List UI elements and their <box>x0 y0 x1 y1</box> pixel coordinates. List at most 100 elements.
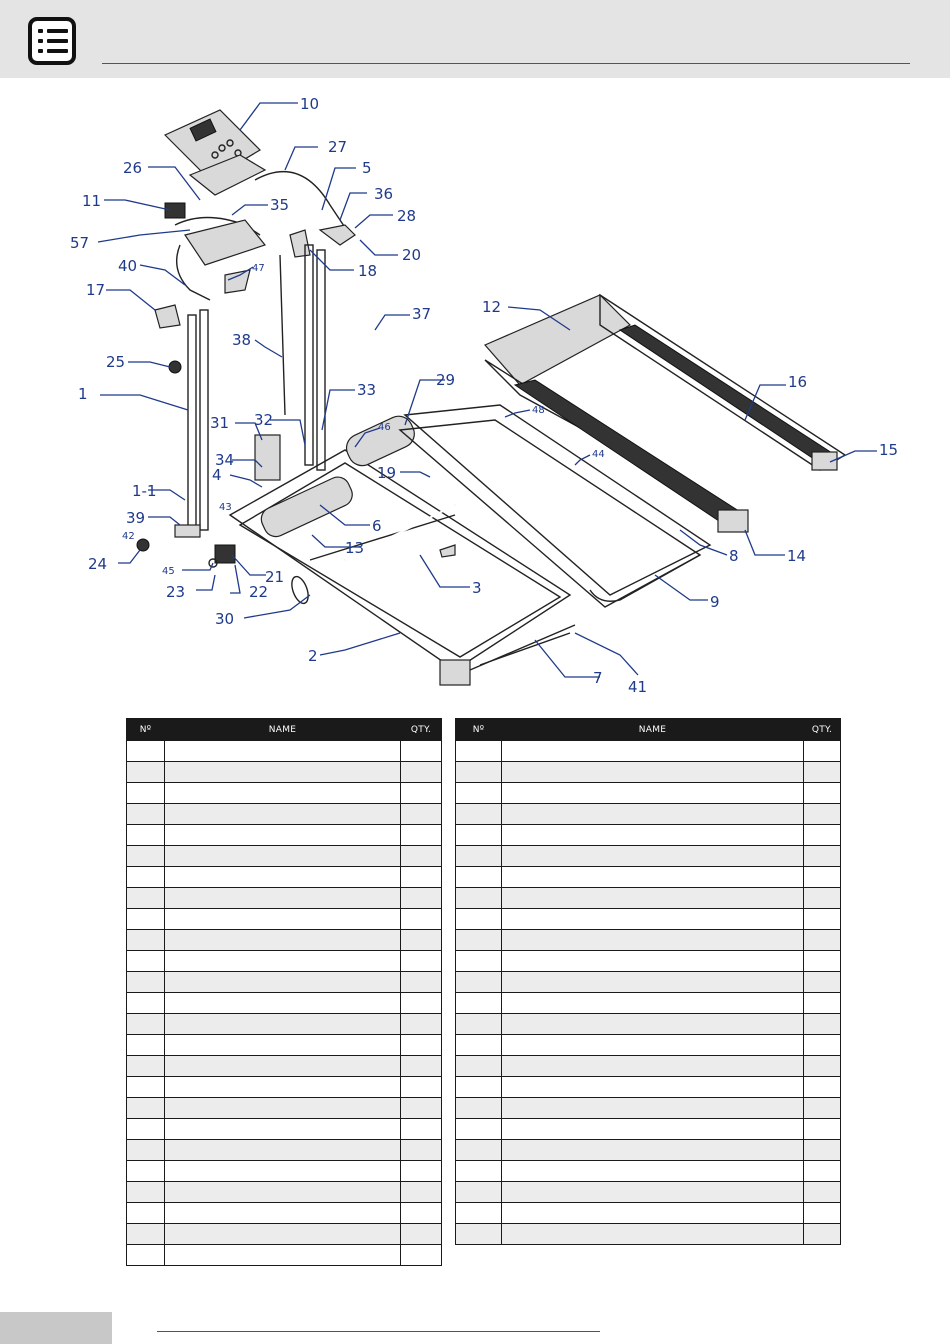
table-header-row: Nº NAME QTY. <box>455 718 841 741</box>
cell-qty <box>400 971 442 993</box>
cell-name <box>164 866 401 888</box>
cell-no <box>455 1034 502 1056</box>
cell-qty <box>803 1223 841 1245</box>
parts-table-right: Nº NAME QTY. <box>455 718 841 1245</box>
cell-name <box>164 1139 401 1161</box>
cell-name <box>501 1181 804 1203</box>
cell-no <box>455 887 502 909</box>
cell-no <box>126 1139 165 1161</box>
cell-name <box>501 908 804 930</box>
cell-no <box>126 971 165 993</box>
table-row <box>455 1202 841 1224</box>
callout-25: 25 <box>106 353 125 371</box>
callout-12: 12 <box>482 298 501 316</box>
treadmill-exploded-drawing: 10 27 5 36 28 20 18 26 35 11 57 40 47 17… <box>70 95 898 696</box>
table-row <box>126 761 442 783</box>
cell-no <box>455 971 502 993</box>
exploded-view-diagram: 10 27 5 36 28 20 18 26 35 11 57 40 47 17… <box>0 85 950 705</box>
cell-name <box>501 1055 804 1077</box>
cell-qty <box>400 1181 442 1203</box>
list-icon <box>28 17 76 65</box>
table-row <box>126 929 442 951</box>
cell-no <box>126 1076 165 1098</box>
table-row <box>455 1013 841 1035</box>
table-row <box>455 803 841 825</box>
cell-no <box>455 929 502 951</box>
cell-qty <box>803 761 841 783</box>
callout-6: 6 <box>372 517 382 535</box>
table-row <box>126 1244 442 1266</box>
callout-32: 32 <box>254 411 273 429</box>
callout-4: 4 <box>212 466 222 484</box>
cell-no <box>126 929 165 951</box>
cell-qty <box>803 887 841 909</box>
parts-table-right-body <box>455 740 841 1245</box>
table-row <box>455 1034 841 1056</box>
cell-name <box>501 782 804 804</box>
cell-qty <box>803 782 841 804</box>
callout-48: 48 <box>532 405 545 416</box>
deck-board-drawing <box>398 404 712 608</box>
cell-name <box>501 1097 804 1119</box>
table-row <box>126 1139 442 1161</box>
table-row <box>126 782 442 804</box>
cell-name <box>501 929 804 951</box>
table-row <box>455 1160 841 1182</box>
callout-20: 20 <box>402 246 421 264</box>
cell-no <box>126 1034 165 1056</box>
callout-11: 11 <box>82 192 101 210</box>
cell-qty <box>803 1139 841 1161</box>
cell-name <box>164 845 401 867</box>
callout-8: 8 <box>729 547 739 565</box>
cell-no <box>455 950 502 972</box>
cell-name <box>164 803 401 825</box>
table-row <box>455 761 841 783</box>
callout-labels: 10 27 5 36 28 20 18 26 35 11 57 40 47 17… <box>70 95 898 696</box>
callout-1-1: 1-1 <box>132 482 157 500</box>
cell-name <box>164 1013 401 1035</box>
callout-13: 13 <box>345 539 364 557</box>
cell-no <box>455 1118 502 1140</box>
cell-name <box>164 908 401 930</box>
cell-no <box>126 1160 165 1182</box>
column-header-name: NAME <box>501 718 804 741</box>
cell-qty <box>803 740 841 762</box>
cell-no <box>126 950 165 972</box>
table-row <box>455 740 841 762</box>
cell-qty <box>803 992 841 1014</box>
cell-qty <box>803 803 841 825</box>
table-row <box>126 1223 442 1245</box>
cell-no <box>126 908 165 930</box>
cell-qty <box>400 992 442 1014</box>
cell-qty <box>400 1223 442 1245</box>
cell-no <box>455 761 502 783</box>
cell-qty <box>400 908 442 930</box>
cell-qty <box>400 1139 442 1161</box>
cell-qty <box>803 1160 841 1182</box>
cell-name <box>501 887 804 909</box>
table-row <box>455 950 841 972</box>
cell-name <box>164 971 401 993</box>
cell-name <box>164 929 401 951</box>
callout-34: 34 <box>215 451 234 469</box>
cell-qty <box>400 1160 442 1182</box>
cell-qty <box>803 1034 841 1056</box>
cell-name <box>164 1223 401 1245</box>
cell-no <box>126 845 165 867</box>
cell-qty <box>803 824 841 846</box>
cell-no <box>126 782 165 804</box>
cell-no <box>126 1118 165 1140</box>
cell-name <box>164 740 401 762</box>
footer-rule <box>157 1331 600 1332</box>
cell-no <box>126 887 165 909</box>
table-row <box>455 908 841 930</box>
callout-41: 41 <box>628 678 647 696</box>
callout-37: 37 <box>412 305 431 323</box>
cell-no <box>455 740 502 762</box>
leader-lines <box>97 102 877 678</box>
cell-qty <box>803 845 841 867</box>
cell-name <box>164 887 401 909</box>
callout-30: 30 <box>215 610 234 628</box>
cell-qty <box>803 1097 841 1119</box>
cell-name <box>501 866 804 888</box>
